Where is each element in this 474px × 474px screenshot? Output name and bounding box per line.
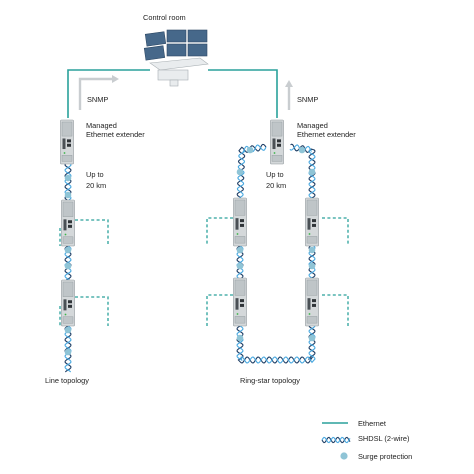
- legend-ethernet-label: Ethernet: [358, 419, 386, 428]
- surge-protection-dot: [236, 168, 244, 176]
- surge-protection-dot: [308, 262, 316, 270]
- shdsl-line-seg-3: [64, 325, 72, 373]
- shdsl-ring-left-top: [236, 143, 267, 199]
- surge-protection-dot: [236, 334, 244, 342]
- control-room-monitors: [143, 29, 208, 61]
- surge-protection-dot: [64, 191, 72, 199]
- distance-right-label-line2: 20 km: [266, 181, 286, 190]
- managed-extender-right-device: [270, 119, 284, 165]
- distance-left-label-line1: Up to: [86, 170, 104, 179]
- snmp-arrow-left: [78, 75, 119, 110]
- legend-shdsl-swatch: [321, 436, 351, 444]
- ring-extender-left-2-device: [233, 277, 247, 327]
- legend: Ethernet SHDSL (2-wire) Surge protection: [321, 419, 412, 461]
- devices: [60, 119, 319, 327]
- surge-protection-dot: [308, 334, 316, 342]
- legend-shdsl-label: SHDSL (2-wire): [358, 434, 409, 443]
- ring-star-topology-label: Ring-star topology: [240, 376, 300, 385]
- surge-protection-dot: [236, 246, 244, 254]
- snmp-arrow-right: [285, 80, 293, 110]
- shdsl-ring-bottom: [236, 325, 316, 364]
- line-extender-2-device: [61, 279, 75, 327]
- ethernet-uplink-left: [67, 69, 150, 118]
- surge-protection-dot: [64, 174, 72, 182]
- extender-left-label-line2: Ethernet extender: [86, 130, 145, 139]
- extender-left-label-line1: Managed: [86, 121, 117, 130]
- surge-protection-dot: [236, 262, 244, 270]
- ring-extender-left-1-device: [233, 197, 247, 247]
- control-room-desk: [149, 57, 209, 87]
- surge-protection-dot: [64, 326, 72, 334]
- snmp-label-left: SNMP: [87, 95, 108, 104]
- surge-protection-dot: [246, 146, 254, 154]
- surge-protection-dot: [64, 262, 72, 270]
- extender-right-label-line2: Ethernet extender: [297, 130, 356, 139]
- legend-surge-swatch: [340, 452, 348, 460]
- surge-protection-dot: [308, 168, 316, 176]
- control-room-label: Control room: [143, 13, 186, 22]
- surge-protection-dot: [298, 146, 306, 154]
- line-extender-1-device: [61, 199, 75, 247]
- legend-surge-label: Surge protection: [358, 452, 412, 461]
- managed-extender-left-device: [60, 119, 74, 165]
- snmp-label-right: SNMP: [297, 95, 318, 104]
- ethernet-uplink-right: [208, 69, 278, 118]
- distance-right-label-line1: Up to: [266, 170, 284, 179]
- control-room: [143, 29, 209, 87]
- ethernet-branches: [59, 217, 349, 326]
- legend-shdsl-wave: [321, 436, 351, 444]
- line-topology-label: Line topology: [45, 376, 89, 385]
- extender-right-label-line1: Managed: [297, 121, 328, 130]
- surge-protection-dot: [64, 348, 72, 356]
- distance-left-label-line2: 20 km: [86, 181, 106, 190]
- surge-protection-dot: [308, 246, 316, 254]
- ring-extender-right-2-device: [305, 277, 319, 327]
- surge-protection-points: [64, 146, 316, 356]
- ring-extender-right-1-device: [305, 197, 319, 247]
- surge-protection-dot: [64, 246, 72, 254]
